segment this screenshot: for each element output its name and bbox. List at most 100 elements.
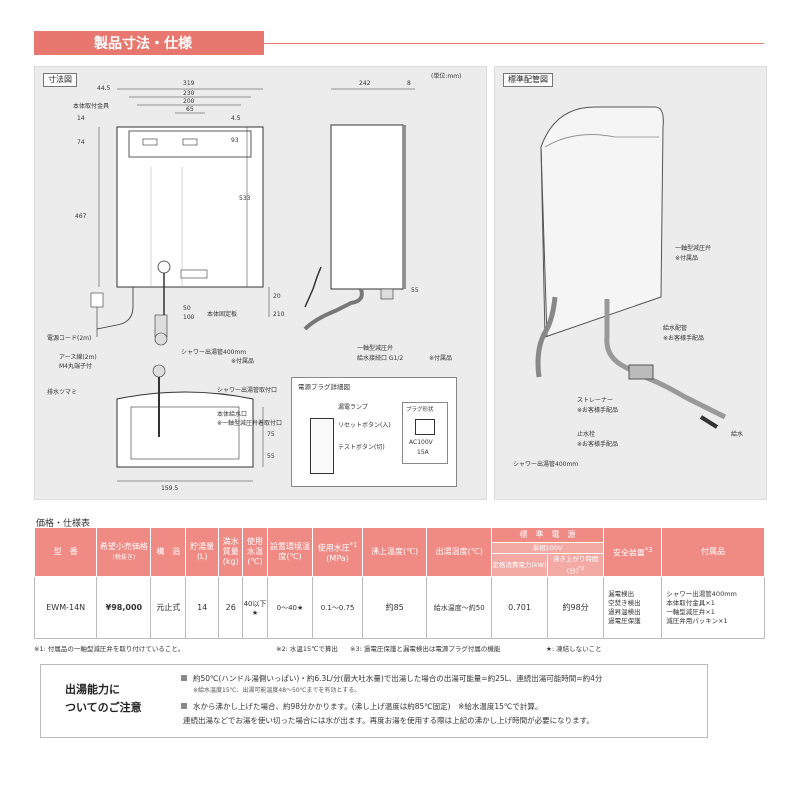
safety-item: 空焚き検出 <box>608 598 641 607</box>
td-boil-time: 約98分 <box>547 576 605 640</box>
label-water-supply: 給水 <box>731 431 744 438</box>
dim-55b: 55 <box>267 453 275 460</box>
plug-voltage: AC100V <box>409 439 433 446</box>
dim-50: 50 <box>183 305 191 312</box>
note-3: ※3: 過電圧保護と漏電検出は電源プラグ付属の機能 <box>350 645 501 653</box>
plug-reset-label: リセットボタン(入) <box>338 422 391 429</box>
label-mount-bracket: 本体取付金具 <box>73 103 110 110</box>
label-pressure-valve-right: 一軸型減圧弁 <box>675 245 712 252</box>
dim-200: 200 <box>183 98 195 105</box>
care-title: 出湯能力に ついてのご注意 <box>65 681 142 717</box>
piping-diagram-panel: 標準配管図 一軸型減圧弁 ※付属品 給水配管 ※お客様手配品 ストレーナー ※お… <box>494 66 767 500</box>
care-line-1-sub: ※給水温度15℃、出湯可能温度48〜50℃までを有効とする。 <box>193 687 361 694</box>
dim-75: 75 <box>267 431 275 438</box>
label-mount-plate: 本体固定板 <box>207 311 238 318</box>
accessory-item: 減圧弁用パッキン×1 <box>666 616 728 625</box>
safety-item: 過電圧保護 <box>608 616 641 625</box>
th-boil-temp: 沸上温度(℃) <box>371 547 419 557</box>
accessory-item: 本体取付金具×1 <box>666 598 715 607</box>
label-pressure-valve: 一軸型減圧弁 <box>357 345 394 352</box>
dimension-diagram-panel: 寸法図 (単位:mm) <box>34 66 487 500</box>
dim-467: 467 <box>75 213 87 220</box>
th-pressure-unit: (MPa) <box>326 553 349 563</box>
th-safety: 安全装置 <box>612 548 645 558</box>
th-weight-unit: (kg) <box>222 557 239 567</box>
accessory-item: 一軸型減圧弁×1 <box>666 607 715 616</box>
th-price: 希望小売価格 <box>99 541 148 551</box>
safety-item: 漏電検出 <box>608 589 635 598</box>
plug-detail-title: 電源プラグ詳細図 <box>298 383 350 391</box>
td-boil-temp: 約85 <box>361 576 428 640</box>
label-inlet: 給水接続口 G1/2 <box>357 355 404 362</box>
dim-445: 44.5 <box>97 85 111 92</box>
th-pressure-note: *1 <box>349 541 358 550</box>
note-4: ★: 凍結しないこと <box>546 645 602 653</box>
plug-test-label: テストボタン(切) <box>338 444 385 451</box>
td-structure: 元止式 <box>150 576 187 640</box>
th-env-temp: 設置環境温度(℃) <box>269 542 310 562</box>
dim-65: 65 <box>186 106 194 113</box>
th-capacity: 貯湯量 <box>190 542 215 552</box>
note-2: ※2: 水温15℃で算出 <box>276 645 338 653</box>
td-model: EWM-14N <box>33 576 98 640</box>
care-line-1: 約50℃(ハンドル湯側いっぱい)・約6.3L/分(最大吐水量)で出湯した場合の出… <box>193 674 603 683</box>
label-pressure-valve-right-note: ※付属品 <box>675 255 699 262</box>
label-shower-hose-note: ※付属品 <box>231 358 255 365</box>
label-strainer: ストレーナー <box>577 397 614 404</box>
th-weight: 満水質量 <box>222 537 239 557</box>
label-shower-hose-right: シャワー出湯管400mm <box>513 461 579 468</box>
th-boil-time-note: *2 <box>578 566 585 572</box>
label-stop-valve: 止水栓 <box>577 431 596 438</box>
plug-detail-box: 電源プラグ詳細図 漏電ランプ リセットボタン(入) テストボタン(切) プラグ形… <box>291 377 457 487</box>
care-bullet <box>181 703 187 709</box>
td-use-temp: 40以下★ <box>242 576 268 640</box>
label-supply-pipe: 給水配管 <box>663 325 688 332</box>
price-spec-label: 価格・仕様表 <box>36 519 91 529</box>
th-use-temp-unit: (℃) <box>247 557 263 567</box>
dim-1595: 159.5 <box>161 485 179 492</box>
piping-diagram-tag: 標準配管図 <box>503 73 553 87</box>
dim-93: 93 <box>231 137 239 144</box>
th-out-temp: 出湯温度(℃) <box>435 547 483 557</box>
dimension-drawing <box>90 88 415 482</box>
label-water-inlet-note: ※一軸型減圧弁着取付口 <box>217 420 283 427</box>
plug-type-title: プラグ形状 <box>406 407 434 413</box>
dim-242: 242 <box>359 80 371 87</box>
th-structure: 構 造 <box>156 547 181 557</box>
price-spec-table: 型 番 希望小売価格(税抜き) 構 造 貯湯量(L) 満水質量(kg) 使用水温… <box>33 526 765 640</box>
th-pressure: 使用水圧 <box>317 543 350 553</box>
label-supply-pipe-note: ※お客様手配品 <box>663 335 705 342</box>
dim-45: 4.5 <box>231 115 241 122</box>
label-stop-valve-note: ※お客様手配品 <box>577 441 619 448</box>
th-power-sub: 単相100V <box>532 544 563 552</box>
label-shower-mount: シャワー出湯管取付口 <box>217 387 278 394</box>
label-drain-knob: 排水ツマミ <box>47 389 78 396</box>
dim-319: 319 <box>183 80 195 87</box>
label-earth-wire: アース線(2m) <box>59 354 97 361</box>
td-power: 0.701 <box>490 576 549 640</box>
th-power-consume: 定格消費電力(kW) <box>492 561 547 570</box>
dim-55: 55 <box>411 287 419 294</box>
td-accessories: シャワー出湯管400mm 本体取付金具×1 一軸型減圧弁×1 減圧弁用パッキン×… <box>661 576 765 640</box>
td-pressure: 0.1〜0.75 <box>312 576 363 640</box>
dim-210: 210 <box>273 311 285 318</box>
dim-14: 14 <box>77 115 85 122</box>
label-shower-hose: シャワー出湯管400mm <box>181 349 247 356</box>
dim-230: 230 <box>183 90 195 97</box>
td-env-temp: 0〜40★ <box>266 576 314 640</box>
label-strainer-note: ※お客様手配品 <box>577 407 619 414</box>
plug-amperage: 15A <box>417 449 429 456</box>
td-price: ¥98,000 <box>96 576 152 640</box>
dim-100: 100 <box>183 314 195 321</box>
care-title-line2: ついてのご注意 <box>65 701 142 714</box>
th-capacity-unit: (L) <box>196 552 208 562</box>
dim-74: 74 <box>77 139 85 146</box>
unit-label: (単位:mm) <box>431 73 462 80</box>
th-model: 型 番 <box>53 547 78 557</box>
td-out-temp: 給水温度〜約50 <box>426 576 492 640</box>
plug-body <box>310 418 334 474</box>
label-power-cord: 電源コード(2m) <box>47 335 92 342</box>
dimension-diagram-tag: 寸法図 <box>43 73 77 87</box>
plug-outlet-icon <box>415 419 435 435</box>
care-notice-box: 出湯能力に ついてのご注意 約50℃(ハンドル湯側いっぱい)・約6.3L/分(最… <box>40 664 708 738</box>
